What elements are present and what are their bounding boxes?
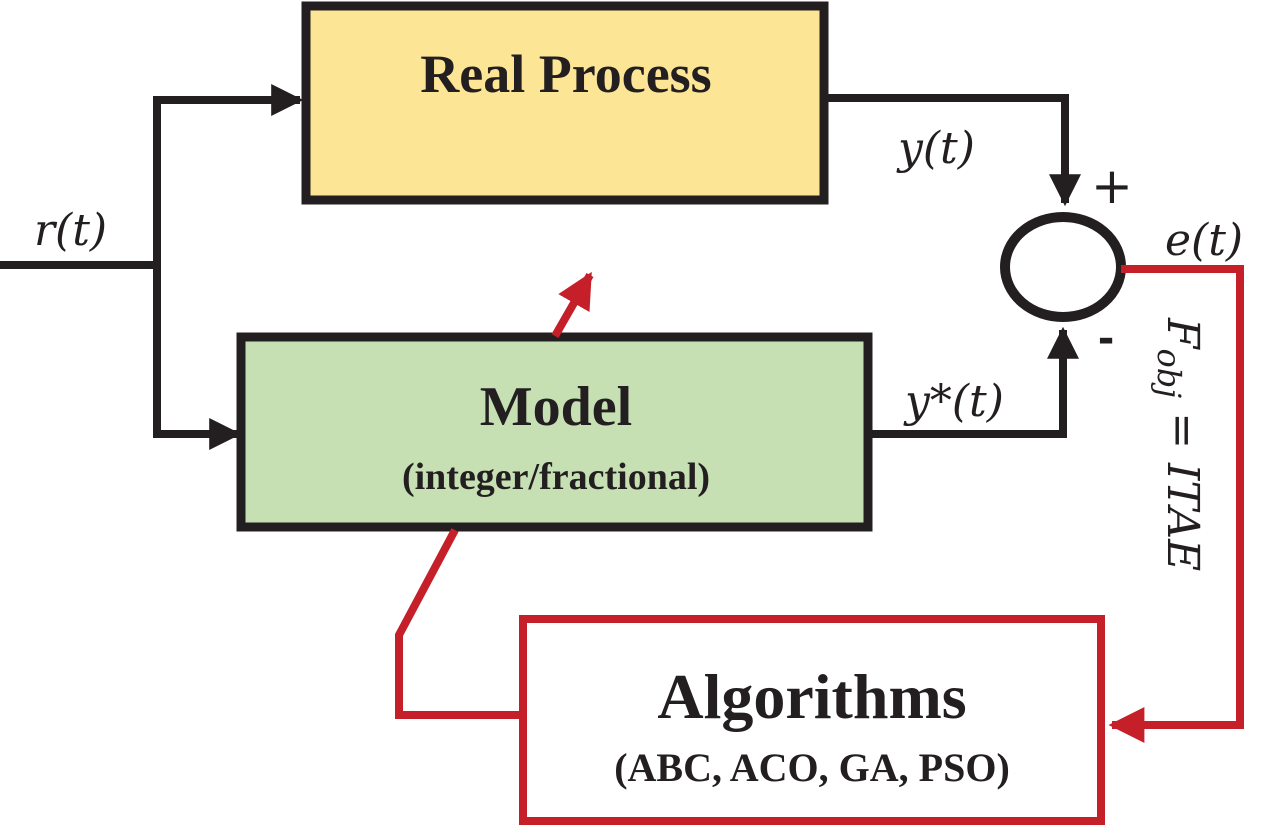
objective-text: Fobj = ITAE	[1150, 317, 1208, 571]
tuning-path-lower	[395, 528, 523, 719]
algorithms-subtitle: (ABC, ACO, GA, PSO)	[614, 745, 1010, 790]
objective-equals-itae: = ITAE	[1157, 398, 1208, 571]
error-feedback-line	[1108, 265, 1244, 743]
algorithms-title: Algorithms	[657, 661, 966, 732]
real-process-block: Real Process	[301, 1, 829, 205]
branch-to-model	[153, 265, 242, 450]
plus-sign: +	[1091, 157, 1133, 215]
objective-subscript: obj	[1150, 349, 1188, 399]
error-signal-label: e(t)	[1165, 215, 1243, 266]
tuning-arrow-upper	[551, 271, 594, 338]
minus-sign: -	[1098, 316, 1115, 362]
model-block: Model (integer/fractional)	[236, 332, 873, 532]
model-output-label: y*(t)	[903, 376, 1004, 427]
algorithms-block: Algorithms (ABC, ACO, GA, PSO)	[519, 615, 1105, 825]
branch-to-real-process	[153, 84, 304, 265]
reference-signal-path	[0, 84, 304, 450]
summing-junction: + -	[1000, 157, 1133, 362]
model-subtitle: (integer/fractional)	[402, 456, 710, 498]
algorithms-box	[519, 615, 1105, 825]
real-process-box	[301, 1, 829, 205]
real-process-title: Real Process	[420, 44, 711, 104]
process-output-line	[824, 94, 1081, 207]
process-output-label: y(t)	[896, 123, 975, 174]
reference-signal-label: r(t)	[34, 205, 107, 256]
model-box	[236, 332, 873, 532]
model-output-line	[868, 326, 1079, 438]
summing-circle	[1000, 212, 1126, 322]
model-title: Model	[480, 376, 632, 438]
objective-function-label: Fobj = ITAE	[1150, 317, 1208, 571]
objective-f: F	[1157, 317, 1208, 350]
